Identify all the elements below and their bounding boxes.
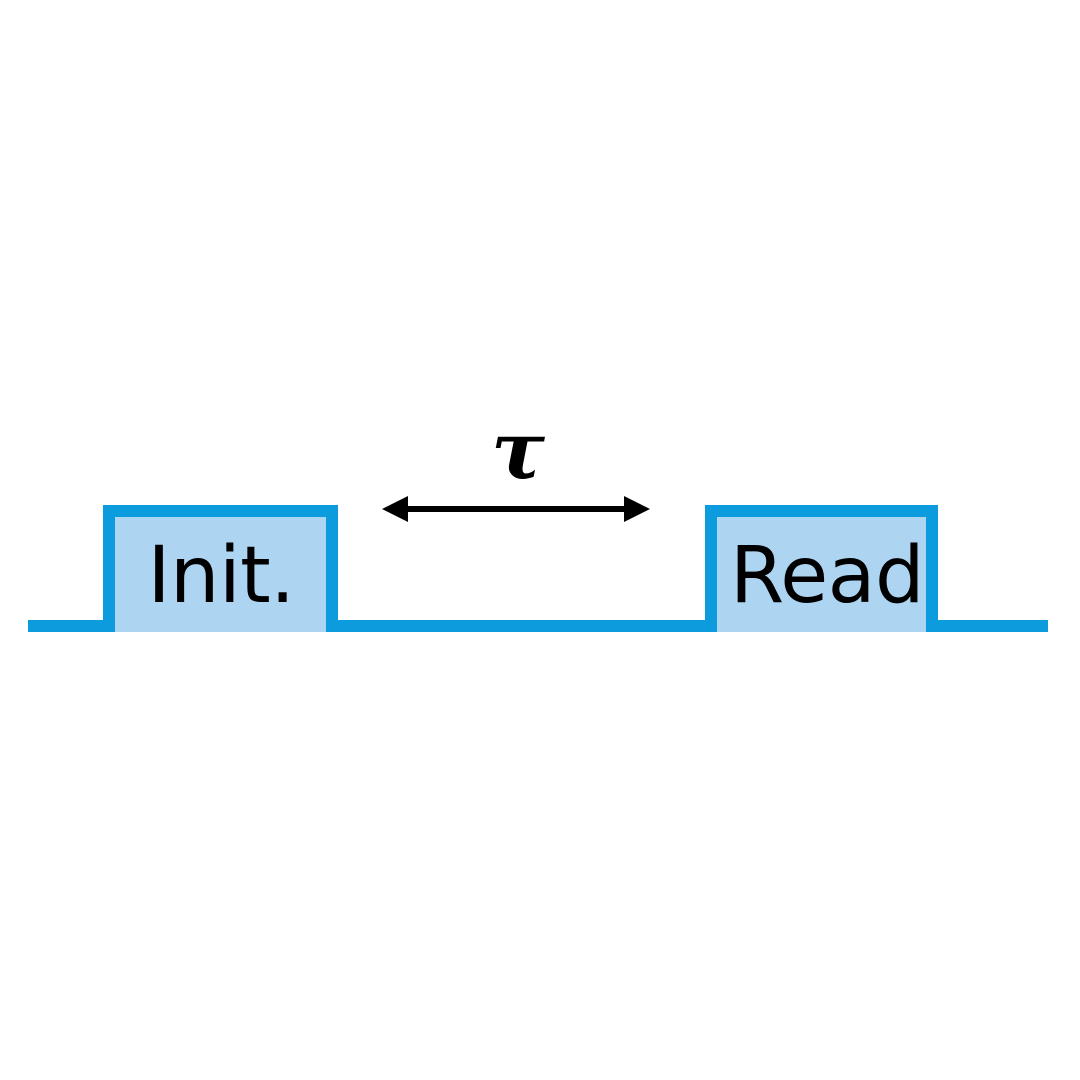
tau-arrow-head-right-icon — [624, 496, 650, 522]
init-pulse-fill — [109, 511, 332, 632]
read-pulse-label: Read — [730, 531, 924, 621]
tau-arrow — [382, 496, 650, 522]
tau-arrow-head-left-icon — [382, 496, 408, 522]
read-pulse-fill — [711, 511, 932, 632]
waveform-trace — [28, 505, 1048, 632]
tau-symbol-label: τ — [491, 403, 545, 497]
init-pulse-label: Init. — [148, 531, 295, 621]
